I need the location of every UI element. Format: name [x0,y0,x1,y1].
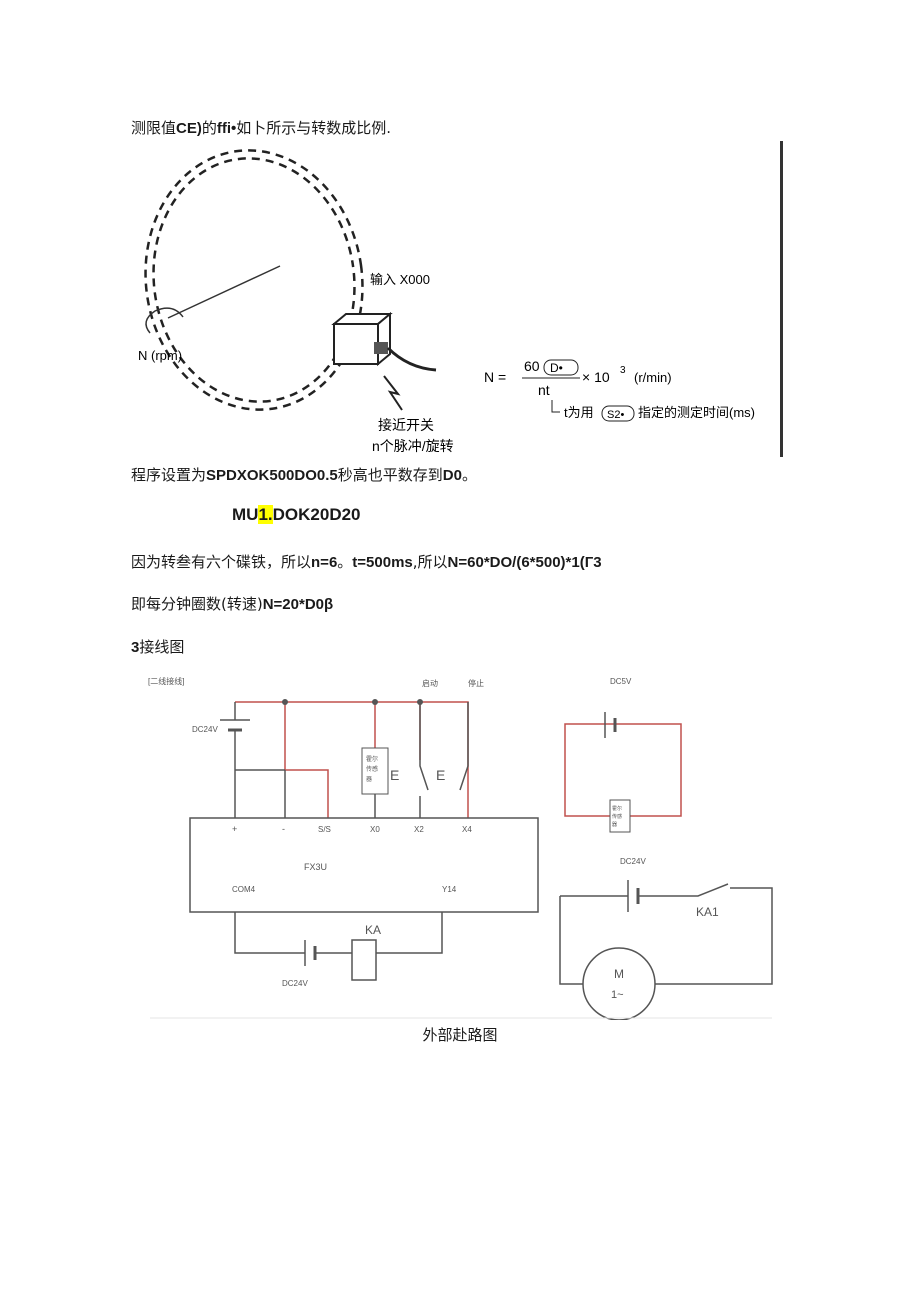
svg-text:器: 器 [612,822,617,828]
wiring-diagram: [二线接线] 启动 停止 DC24V 霍尔 传感 器 E E + - S/S X… [148,676,773,1020]
wiring-tag: [二线接线] [148,676,184,686]
signal-arrow-icon [383,375,403,411]
input-label: 输入 X000 [370,272,430,287]
svg-text:Y14: Y14 [442,885,457,894]
gear-wheel [144,149,364,411]
svg-text:60: 60 [524,358,540,374]
svg-text:DC24V: DC24V [192,725,218,734]
svg-text:COM4: COM4 [232,885,256,894]
svg-text:X2: X2 [414,825,424,834]
svg-text:S/S: S/S [318,825,331,834]
rotation-arrow-icon [145,307,184,334]
svg-text:DC5V: DC5V [610,677,632,686]
pulse-label: n个脉冲/旋转 [372,438,454,454]
svg-text:t为用: t为用 [564,405,594,420]
svg-text:KA1: KA1 [696,905,719,919]
rpm-label: N (rpm) [138,348,182,363]
proximity-label: 接近开关 [378,417,434,433]
relay-coil-ka [351,939,377,981]
svg-text:停止: 停止 [468,678,484,688]
svg-text:1~: 1~ [611,989,624,1001]
motor-circuit [559,883,773,985]
svg-text:FX3U: FX3U [304,862,327,872]
svg-text:(r/min): (r/min) [634,370,672,385]
svg-text:霍尔: 霍尔 [612,805,622,812]
proximity-sensor [331,311,437,372]
motor-icon [582,947,656,1020]
hall-sensor-box [361,747,389,795]
program-line: 程序设置为SPDXOK500DO0.5秒高也平数存到D0。 [131,466,477,484]
svg-text:× 10: × 10 [582,369,610,385]
hall-sensor-box-2 [609,799,631,833]
svg-text:指定的测定时间(ms): 指定的测定时间(ms) [638,405,755,420]
svg-text:器: 器 [366,776,372,783]
svg-text:-: - [282,824,285,834]
plc-box [189,817,539,913]
switch-x2-icon: E [390,767,399,783]
figure-caption: 外部赴路图 [422,1026,498,1044]
svg-text:传感: 传感 [366,765,378,773]
svg-text:N =: N = [484,369,506,385]
svg-text:传感: 传感 [612,813,622,820]
wires [234,702,469,818]
svg-text:nt: nt [538,382,550,398]
shaft-line [167,265,281,319]
svg-text:X0: X0 [370,825,380,834]
svg-text:S2•: S2• [607,409,624,421]
rpm-line: 即每分钟圈数(转速)N=20*D0β [131,595,334,613]
svg-text:+: + [232,824,237,834]
intro-line: 测限值CE)的ffi•如卜所示与转数成比例. [131,119,392,137]
switch-x4-icon: E [436,767,445,783]
svg-text:X4: X4 [462,825,472,834]
svg-text:M: M [614,967,624,981]
speed-formula: N = 60 D• nt × 10 3 (r/min) t为用 S2• 指定的测… [484,358,755,422]
svg-text:KA: KA [365,923,381,937]
svg-text:启动: 启动 [422,678,438,688]
red-supply-wires [235,701,469,818]
svg-text:D•: D• [550,361,563,375]
page-margin-bar [780,141,783,457]
svg-text:DC24V: DC24V [282,979,308,988]
svg-text:DC24V: DC24V [620,857,646,866]
svg-text:霍尔: 霍尔 [366,755,378,763]
speed-measure-figure: N (rpm) 输入 X000 接近开关 n个脉冲/旋转 N = 60 D• n… [138,149,755,454]
svg-text:3: 3 [620,365,626,376]
section-heading: 3接线图 [131,638,185,656]
mul-instruction: MU1.DOK20D20 [232,505,361,524]
calc-line: 因为转叁有六个碟铁，所以n=6。t=500ms,所以N=60*DO/(6*500… [131,553,602,571]
